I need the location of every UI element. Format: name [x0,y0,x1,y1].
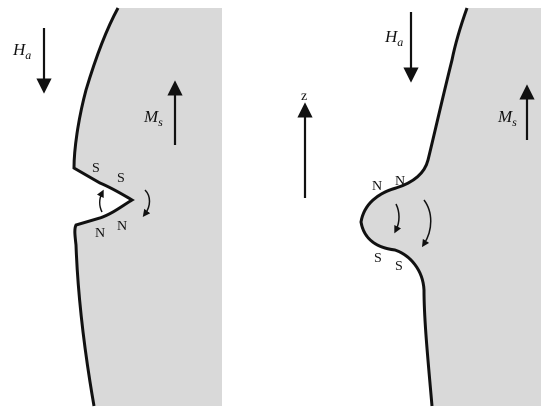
left-pole-top-2: S [117,171,125,186]
left-pole-bottom-1: N [95,226,105,241]
right-panel: Ha Ms N N S S [361,8,541,406]
left-applied-field-label: Ha [12,40,31,62]
right-pole-bottom-1: S [374,251,382,266]
left-pole-bottom-2: N [117,219,127,234]
right-pole-top-1: N [372,179,382,194]
right-pole-top-2: N [395,174,405,189]
left-inner-flux-arrow [100,193,102,212]
left-panel: Ha Ms S S N N [12,8,222,406]
right-pole-bottom-2: S [395,259,403,274]
z-axis-label: z [301,89,307,104]
left-pole-top-1: S [92,161,100,176]
z-axis: z [301,89,307,198]
right-applied-field-label: Ha [384,27,403,49]
